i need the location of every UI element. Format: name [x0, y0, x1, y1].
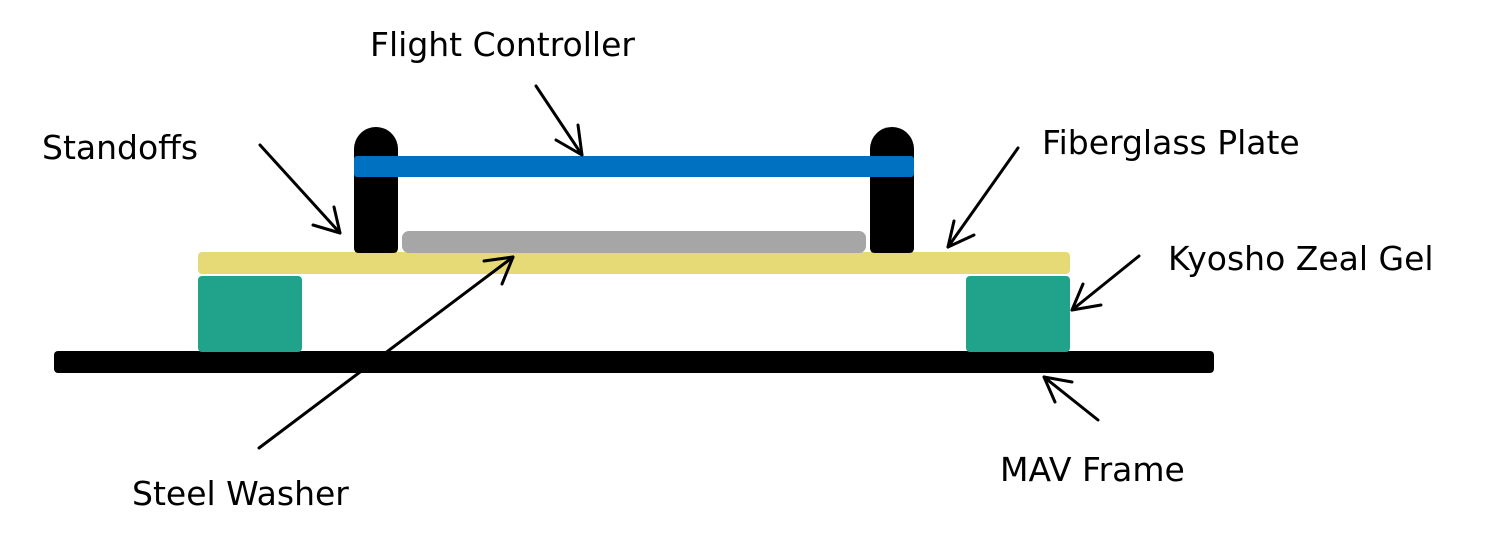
label-frame: MAV Frame: [1000, 450, 1185, 489]
steel-washer: [402, 231, 866, 253]
label-washer: Steel Washer: [132, 474, 349, 513]
standoff-left: [354, 127, 398, 253]
mav-frame: [54, 351, 1214, 373]
fiberglass-plate: [198, 252, 1070, 274]
standoff-right: [870, 127, 914, 253]
arrow-gel: [1070, 254, 1141, 312]
gel-pad-right: [966, 276, 1070, 352]
label-standoffs: Standoffs: [42, 128, 198, 167]
label-gel: Kyosho Zeal Gel: [1168, 239, 1434, 278]
label-flight-controller: Flight Controller: [370, 25, 635, 64]
arrow-frame: [1042, 375, 1100, 422]
label-fiberglass-plate: Fiberglass Plate: [1042, 123, 1300, 162]
flight-controller-board: [354, 156, 914, 177]
arrow-flight-controller: [534, 84, 584, 157]
arrow-washer: [257, 255, 515, 450]
arrow-fiberglass-plate: [946, 146, 1020, 249]
gel-pad-left: [198, 276, 302, 352]
arrow-standoffs: [258, 143, 342, 235]
